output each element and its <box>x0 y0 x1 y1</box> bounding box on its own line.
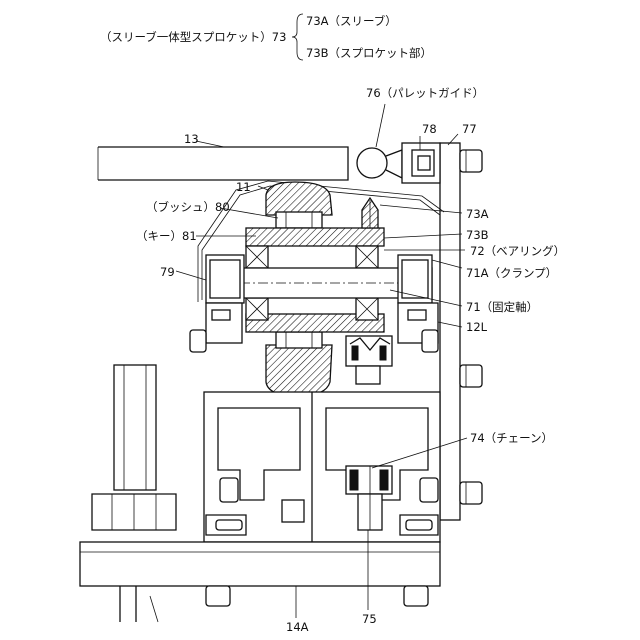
label-73a: 73A <box>466 207 489 221</box>
label-73b: 73B <box>466 228 489 242</box>
label-bush: （ブッシュ）80 <box>146 200 230 214</box>
label-key: （キー）81 <box>136 229 197 243</box>
extrusion-frame <box>204 392 440 542</box>
label-12l: 12L <box>466 320 487 334</box>
label-chain: 74（チェーン） <box>470 431 553 445</box>
label-11: 11 <box>236 180 251 194</box>
pallet-guide-76 <box>357 148 402 178</box>
label-14a: 14A <box>286 620 309 634</box>
label-79: 79 <box>160 265 175 279</box>
bolt <box>92 365 176 530</box>
label-77: 77 <box>462 122 477 136</box>
sprocket-tooth <box>346 336 392 384</box>
header-sub-a: 73A（スリーブ） <box>306 14 397 28</box>
pallet-13 <box>98 147 348 180</box>
label-75: 75 <box>362 612 377 626</box>
label-clamp: 71A（クランプ） <box>466 266 557 280</box>
label-pallet-guide: 76（パレットガイド） <box>366 86 484 100</box>
header-brace <box>292 14 303 60</box>
label-78: 78 <box>422 122 437 136</box>
base-plate-14a <box>80 542 440 622</box>
label-13: 13 <box>184 132 199 146</box>
header-group-label: （スリーブ一体型スプロケット）73 <box>100 30 286 44</box>
label-bearing: 72（ベアリング） <box>470 244 565 258</box>
header-sub-b: 73B（スプロケット部） <box>306 46 432 60</box>
label-shaft: 71（固定軸） <box>466 300 538 314</box>
guide-bracket-78 <box>402 143 440 183</box>
